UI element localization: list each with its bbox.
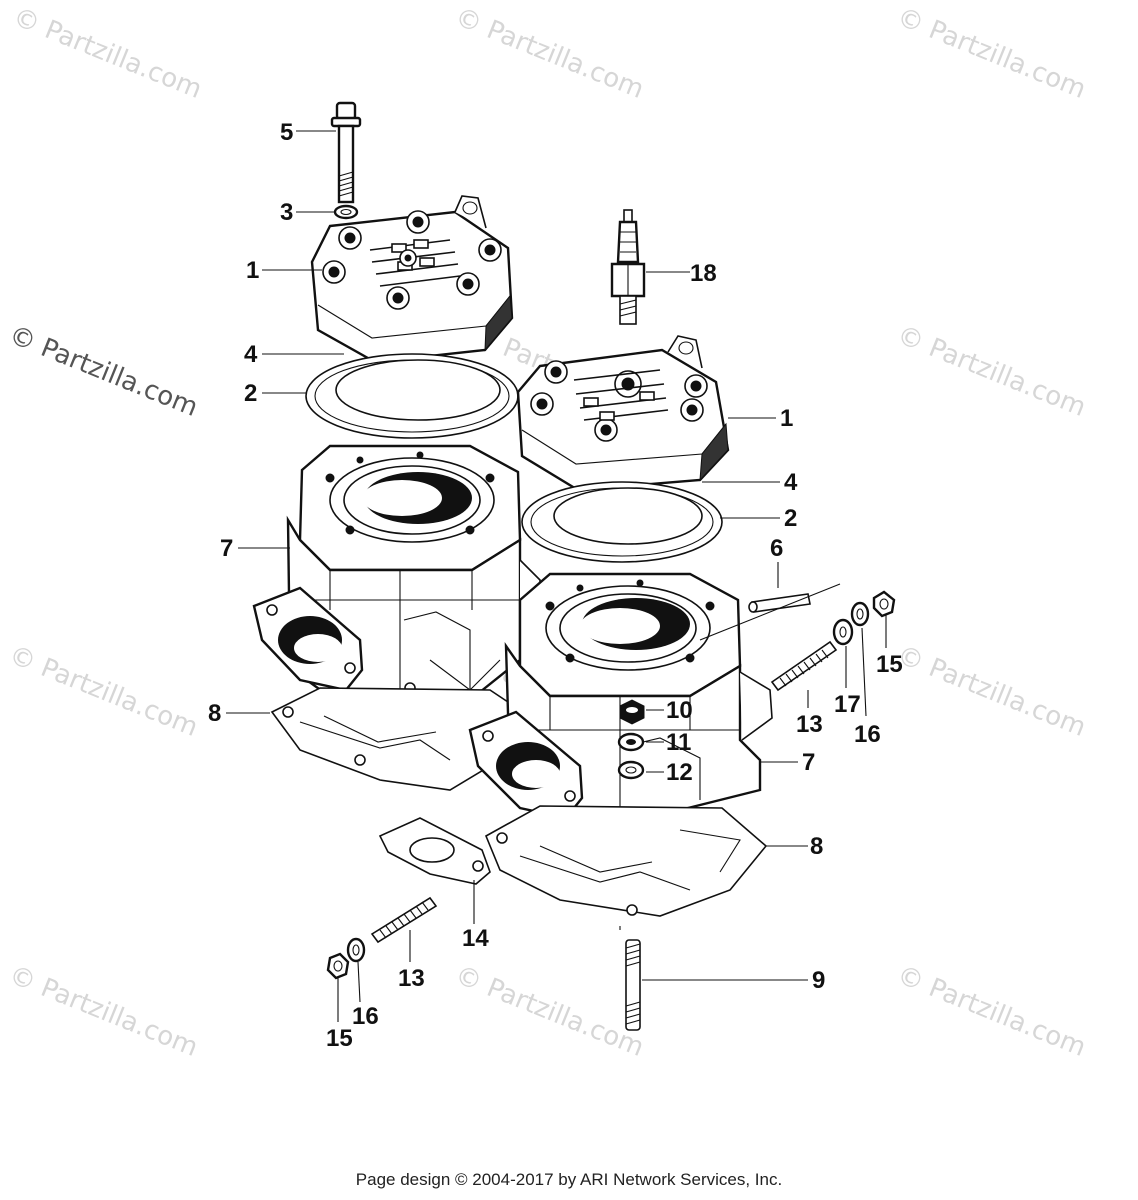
callout-2: 2 [784,505,797,532]
lock-washer-illustration [850,601,870,627]
leader-lines [226,130,887,1022]
head-gasket-illustration [305,353,519,439]
cylinder-head-illustration [310,195,514,364]
callout-16: 16 [854,721,881,748]
callout-5: 5 [280,119,293,146]
callout-15: 15 [326,1025,353,1052]
callout-17: 17 [834,691,861,718]
callout-8: 8 [208,700,221,727]
callout-16: 16 [352,1003,379,1030]
nut-illustration [326,952,350,980]
spark-plug-illustration [610,209,646,325]
callout-1: 1 [780,405,793,432]
cylinder-head-illustration [516,335,730,492]
nut-illustration [872,590,896,618]
nut-illustration [619,699,645,725]
callout-4: 4 [244,341,258,368]
head-bolt-illustration [330,101,362,204]
callout-3: 3 [280,199,293,226]
lock-washer-illustration [617,732,645,752]
stud-illustration [625,939,641,1031]
stud-illustration [370,896,438,944]
callout-11: 11 [666,729,691,756]
cylinder-illustration [252,444,541,706]
dowel-pin-illustration [748,593,811,613]
callout-13: 13 [398,965,425,992]
flat-washer-illustration [617,760,645,780]
callout-15: 15 [876,651,903,678]
base-gasket-illustration [270,687,521,791]
exhaust-gasket-illustration [378,817,491,885]
callout-7: 7 [220,535,233,562]
callout-13: 13 [796,711,823,738]
callout-labels: 5 3 1 4 2 7 8 18 1 4 2 6 15 17 13 16 10 … [208,119,903,1052]
copyright-footer: Page design © 2004-2017 by ARI Network S… [355,1170,783,1189]
callout-4: 4 [784,469,798,496]
callout-18: 18 [690,260,717,287]
callout-12: 12 [666,759,693,786]
callout-14: 14 [462,925,489,952]
callout-2: 2 [244,380,257,407]
callout-7: 7 [802,749,815,776]
lock-washer-illustration [346,937,366,963]
callout-10: 10 [666,697,693,724]
washer-illustration [333,204,359,220]
head-gasket-illustration [521,481,723,563]
callout-9: 9 [812,967,825,994]
base-gasket-illustration [484,805,768,917]
callout-1: 1 [246,257,259,284]
callout-8: 8 [810,833,823,860]
callout-6: 6 [770,535,783,562]
stud-illustration [770,640,838,692]
flat-washer-illustration [832,618,854,646]
